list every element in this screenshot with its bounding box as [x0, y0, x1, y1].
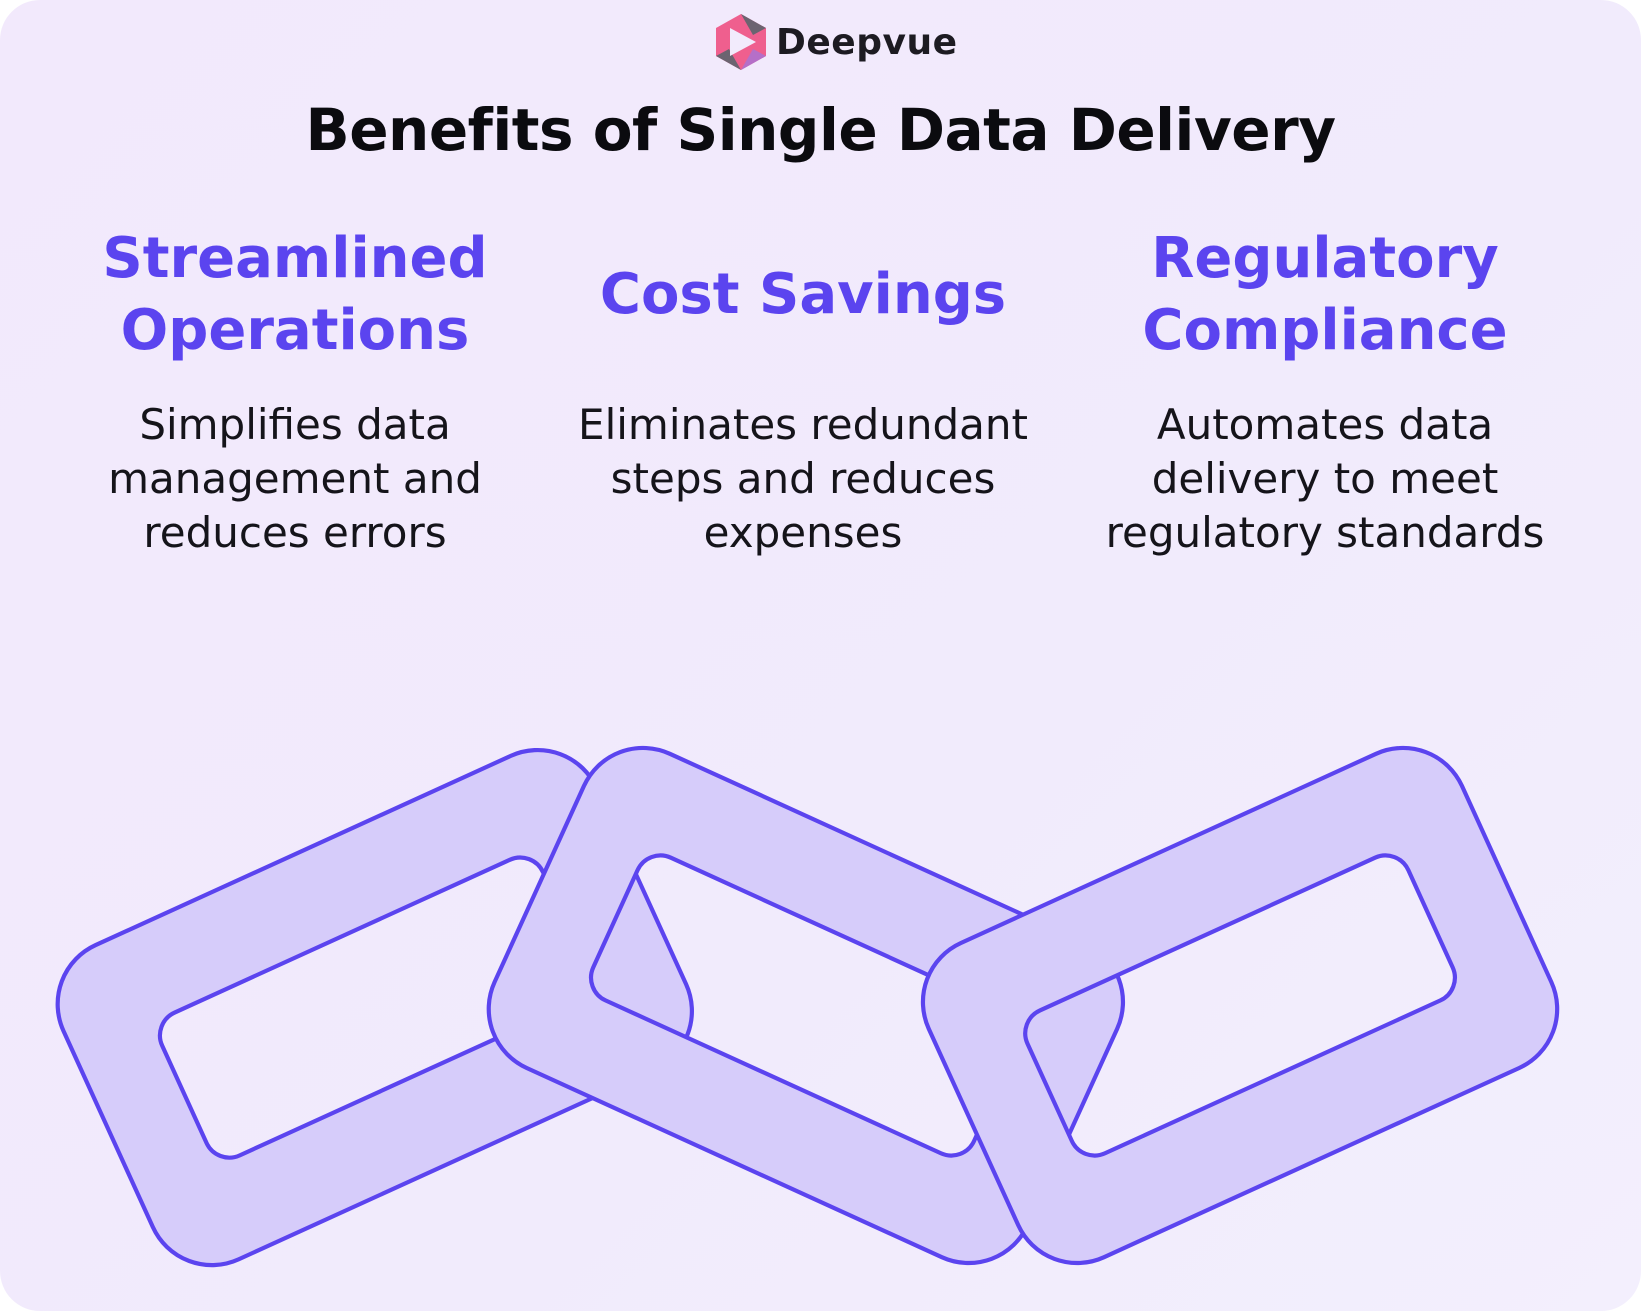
benefit-description: Automates data delivery to meet regulato… [1105, 400, 1545, 557]
page-title: Benefits of Single Data Delivery [305, 96, 1336, 164]
benefit-heading: Regulatory Compliance [1142, 226, 1508, 363]
benefit-heading: Cost Savings [599, 262, 1007, 327]
benefit-description: Eliminates redundant steps and reduces e… [578, 400, 1028, 557]
benefit-cost-savings: Cost Savings Eliminates redundant steps … [543, 220, 1063, 560]
brand-logo: Deepvue [712, 12, 958, 72]
benefit-streamlined-operations: Streamlined Operations Simplifies data m… [35, 220, 555, 560]
benefit-heading: Streamlined Operations [102, 226, 488, 363]
benefit-description: Simplifies data management and reduces e… [108, 400, 482, 557]
benefit-regulatory-compliance: Regulatory Compliance Automates data del… [1065, 220, 1585, 560]
hexagon-play-logo-icon [716, 14, 766, 70]
brand-name: Deepvue [776, 21, 958, 63]
chain-link-3 [920, 745, 1560, 1266]
